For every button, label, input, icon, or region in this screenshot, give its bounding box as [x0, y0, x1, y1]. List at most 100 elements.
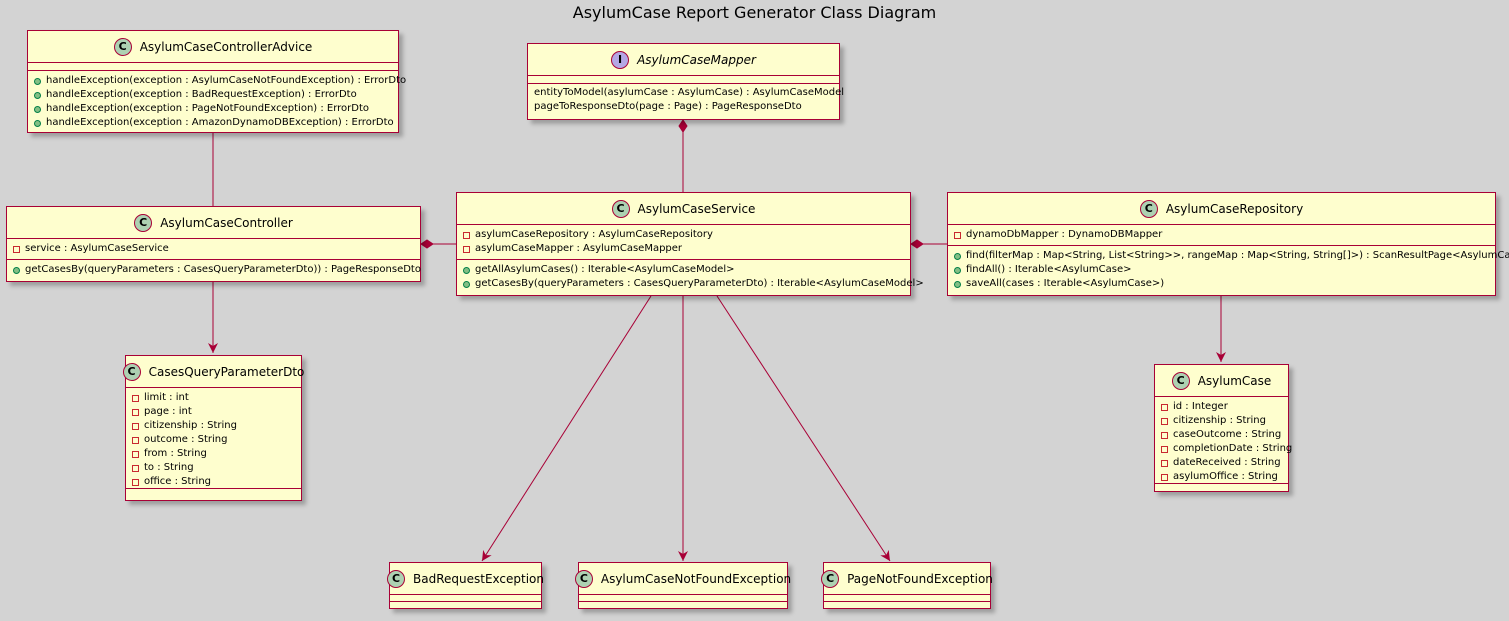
private-visibility-icon [132, 408, 139, 416]
class-header: C AsylumCaseController [7, 207, 420, 239]
class-stereotype-icon: C [1171, 371, 1190, 390]
field-row: citizenship : String [132, 419, 295, 433]
class-stereotype-icon: C [821, 569, 840, 588]
method-row: getCasesBy(queryParameters : CasesQueryP… [463, 277, 924, 291]
class-stereotype-icon: C [113, 37, 132, 56]
method-row: handleException(exception : BadRequestEx… [34, 88, 392, 102]
method-row: entityToModel(asylumCase : AsylumCase) :… [534, 87, 845, 98]
private-visibility-icon [132, 394, 139, 402]
public-visibility-icon [954, 252, 961, 260]
class-name: AsylumCaseService [637, 201, 756, 216]
class-stereotype-icon: C [134, 213, 153, 232]
private-visibility-icon [132, 422, 139, 430]
class-pagenotfoundexception: C PageNotFoundException [821, 562, 993, 609]
private-visibility-icon [13, 245, 20, 253]
class-name: CasesQueryParameterDto [148, 364, 305, 379]
method-row: findAll() : Iterable<AsylumCase> [954, 263, 1489, 277]
method-section [390, 602, 541, 608]
class-header: C AsylumCaseControllerAdvice [28, 31, 398, 63]
composition-diamond-repository [910, 239, 924, 249]
field-section [579, 595, 787, 602]
field-section [824, 595, 990, 602]
field-row: asylumCaseRepository : AsylumCaseReposit… [463, 228, 904, 242]
field-section [390, 595, 541, 602]
class-stereotype-icon: C [1139, 199, 1158, 218]
public-visibility-icon [34, 77, 41, 85]
field-row: to : String [132, 461, 295, 475]
method-row: pageToResponseDto(page : Page) : PageRes… [534, 101, 802, 112]
field-row: caseOutcome : String [1161, 428, 1282, 442]
class-asylumcasecontrolleradvice: C AsylumCaseControllerAdvice handleExcep… [27, 30, 406, 133]
class-casesqueryparameterdto: C CasesQueryParameterDto limit : int pag… [122, 355, 304, 501]
private-visibility-icon [1161, 431, 1168, 439]
field-section [28, 63, 398, 71]
field-section: dynamoDbMapper : DynamoDBMapper [948, 225, 1495, 246]
public-visibility-icon [34, 105, 41, 113]
field-row: dynamoDbMapper : DynamoDBMapper [954, 228, 1489, 242]
field-row: outcome : String [132, 433, 295, 447]
class-name: AsylumCaseNotFoundException [600, 571, 792, 586]
service-badrequest-arrow [481, 295, 652, 562]
class-header: C PageNotFoundException [821, 563, 993, 595]
field-row: citizenship : String [1161, 414, 1282, 428]
class-header: C CasesQueryParameterDto [122, 356, 304, 388]
class-name: AsylumCaseControllerAdvice [139, 39, 313, 54]
method-section: find(filterMap : Map<String, List<String… [948, 246, 1509, 294]
field-section: limit : int page : int citizenship : Str… [126, 388, 301, 489]
field-row: page : int [132, 405, 295, 419]
method-section: entityToModel(asylumCase : AsylumCase) :… [528, 84, 845, 116]
field-row: limit : int [132, 391, 295, 405]
class-name: PageNotFoundException [847, 571, 993, 586]
diagram-title: AsylumCase Report Generator Class Diagra… [572, 3, 937, 22]
method-row: handleException(exception : AmazonDynamo… [34, 116, 394, 130]
field-row: from : String [132, 447, 295, 461]
service-pagenotfound-arrow [716, 295, 891, 562]
class-header: C BadRequestException [387, 563, 545, 595]
public-visibility-icon [463, 280, 470, 288]
public-visibility-icon [34, 119, 41, 127]
private-visibility-icon [1161, 417, 1168, 425]
class-header: C AsylumCase [1155, 365, 1288, 397]
method-row: handleException(exception : AsylumCaseNo… [34, 74, 406, 88]
interface-stereotype-icon: I [611, 50, 630, 69]
public-visibility-icon [954, 280, 961, 288]
field-row: id : Integer [1161, 400, 1282, 414]
method-row: handleException(exception : PageNotFound… [34, 102, 392, 116]
class-stereotype-icon: C [611, 199, 630, 218]
field-row: completionDate : String [1161, 442, 1292, 456]
class-asylumcaseservice: C AsylumCaseService asylumCaseRepository… [456, 192, 924, 296]
public-visibility-icon [34, 91, 41, 99]
class-stereotype-icon: C [387, 569, 405, 588]
public-visibility-icon [463, 266, 470, 274]
private-visibility-icon [132, 436, 139, 444]
composition-diamond-mapper [678, 119, 688, 133]
composition-diamond-controller [420, 239, 434, 249]
public-visibility-icon [13, 266, 20, 274]
class-asylumcasecontroller: C AsylumCaseController service : AsylumC… [6, 206, 421, 282]
method-section: getCasesBy(queryParameters : CasesQueryP… [7, 260, 421, 280]
method-row: find(filterMap : Map<String, List<String… [954, 249, 1509, 263]
class-asylumcase: C AsylumCase id : Integer citizenship : … [1154, 364, 1292, 492]
private-visibility-icon [954, 231, 961, 239]
method-row: saveAll(cases : Iterable<AsylumCase>) [954, 277, 1489, 291]
private-visibility-icon [1161, 403, 1168, 411]
field-row: service : AsylumCaseService [13, 242, 414, 256]
method-row: getAllAsylumCases() : Iterable<AsylumCas… [463, 263, 904, 277]
class-name: AsylumCase [1197, 373, 1272, 388]
method-section [126, 489, 301, 497]
class-name: AsylumCaseMapper [637, 52, 756, 67]
field-row: office : String [132, 475, 295, 489]
public-visibility-icon [954, 266, 961, 274]
private-visibility-icon [132, 450, 139, 458]
class-name: BadRequestException [413, 571, 545, 586]
field-row: asylumOffice : String [1161, 470, 1282, 484]
class-header: C AsylumCaseService [457, 193, 910, 225]
private-visibility-icon [132, 478, 139, 486]
field-section [528, 76, 839, 84]
method-section [579, 602, 787, 608]
private-visibility-icon [1161, 445, 1168, 453]
class-header: C AsylumCaseRepository [948, 193, 1495, 225]
class-name: AsylumCaseController [160, 215, 293, 230]
private-visibility-icon [463, 231, 470, 239]
field-section: service : AsylumCaseService [7, 239, 420, 260]
